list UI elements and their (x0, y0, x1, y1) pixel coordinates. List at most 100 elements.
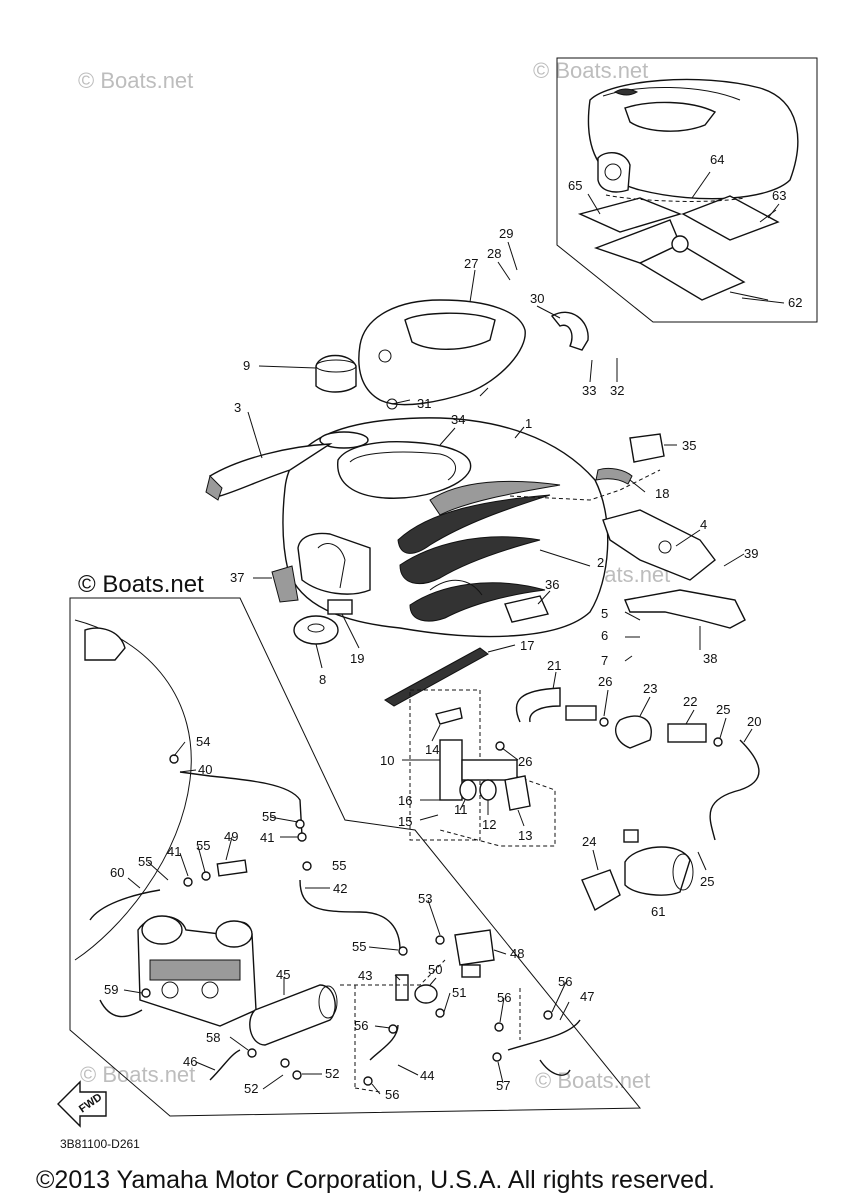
callout-label: 58 (206, 1030, 220, 1045)
callout-label: 37 (230, 570, 244, 585)
callout-label: 22 (683, 694, 697, 709)
part-23-filter (614, 715, 652, 749)
callout-label: 5 (601, 606, 608, 621)
fwd-arrow-icon: FWD (57, 1080, 107, 1128)
copyright-notice: ©2013 Yamaha Motor Corporation, U.S.A. A… (36, 1166, 715, 1194)
callout-label: 24 (582, 834, 596, 849)
callout-label: 16 (398, 793, 412, 808)
callout-label: 43 (358, 968, 372, 983)
callout-label: 44 (420, 1068, 434, 1083)
callout-label: 27 (464, 256, 478, 271)
callout-label: 40 (198, 762, 212, 777)
callout-label: 62 (788, 295, 802, 310)
callout-label: 6 (601, 628, 608, 643)
callout-label: 53 (418, 891, 432, 906)
hose-59 (89, 889, 161, 921)
callout-label: 56 (497, 990, 511, 1005)
callout-label: 55 (262, 809, 276, 824)
callout-label: 31 (417, 396, 431, 411)
part-49 (216, 859, 248, 877)
callout-label: 35 (682, 438, 696, 453)
part-13 (504, 775, 531, 811)
callout-label: 59 (104, 982, 118, 997)
callout-label: 7 (601, 653, 608, 668)
callout-label: 41 (260, 830, 274, 845)
callout-label: 55 (138, 854, 152, 869)
callout-label: 34 (451, 412, 465, 427)
part-9-cap (315, 354, 357, 393)
part-17-strip (384, 647, 489, 707)
watermark: © Boats.net (535, 1068, 650, 1093)
carburetors (137, 915, 257, 1027)
part-3-strip (209, 443, 333, 497)
fuel-tank (282, 417, 661, 638)
part-19-block (327, 599, 353, 615)
part-18 (595, 467, 633, 485)
callout-label: 15 (398, 814, 412, 829)
callout-label: 19 (350, 651, 364, 666)
callout-label: 14 (425, 742, 439, 757)
part-14-plate (435, 707, 463, 725)
callout-label: 29 (499, 226, 513, 241)
diagram-code: 3B81100-D261 (60, 1137, 140, 1151)
part-48-valve (454, 929, 495, 966)
part-24-bracket (581, 869, 621, 912)
callout-label: 2 (597, 555, 604, 570)
part-25-clamp (713, 737, 723, 747)
part-22-filter (667, 723, 707, 743)
part-35-pad (629, 433, 665, 463)
callout-label: 9 (243, 358, 250, 373)
watermark: © Boats.net (80, 1062, 195, 1087)
watermark: © Boats.net (533, 58, 648, 83)
callout-label: 12 (482, 817, 496, 832)
hose-42 (299, 879, 401, 951)
callout-label: 45 (276, 967, 290, 982)
callout-label: 20 (747, 714, 761, 729)
part-36-pad (504, 595, 549, 623)
callout-label: 51 (452, 985, 466, 1000)
part-50 (414, 984, 438, 1004)
callout-label: 32 (610, 383, 624, 398)
callout-label: 13 (518, 828, 532, 843)
callout-label: 1 (525, 416, 532, 431)
callout-label: 49 (224, 829, 238, 844)
part-21-pipe (565, 705, 597, 721)
callout-label: 57 (496, 1078, 510, 1093)
callout-label: 17 (520, 638, 534, 653)
callout-label: 4 (700, 517, 707, 532)
hose-20 (709, 739, 760, 841)
callout-label: 48 (510, 946, 524, 961)
callout-label: 26 (598, 674, 612, 689)
part-26-clamp (599, 717, 609, 727)
leader-lines (123, 203, 785, 1095)
part-38-bracket (624, 589, 746, 629)
callout-label: 61 (651, 904, 665, 919)
callout-label: 8 (319, 672, 326, 687)
part-10-group (409, 689, 481, 841)
callout-label: 26 (518, 754, 532, 769)
hose-21 (515, 687, 561, 723)
hose-46 (209, 1049, 241, 1081)
callout-label: 56 (385, 1087, 399, 1102)
hose-47 (507, 1019, 581, 1051)
callout-label: 55 (332, 858, 346, 873)
part-11 (459, 779, 477, 801)
callout-label: 33 (582, 383, 596, 398)
part-30-clamp (550, 311, 589, 351)
callout-label: 65 (568, 178, 582, 193)
callout-label: 11 (454, 802, 468, 817)
callout-label: 55 (352, 939, 366, 954)
part-37 (271, 565, 299, 603)
part-45-canister (249, 984, 336, 1046)
callout-label: 47 (580, 989, 594, 1004)
callout-label: 55 (196, 838, 210, 853)
callout-label: 64 (710, 152, 724, 167)
callout-label: 54 (196, 734, 210, 749)
callout-label: 56 (558, 974, 572, 989)
callout-label: 52 (244, 1081, 258, 1096)
callout-label: 36 (545, 577, 559, 592)
callouts: 1 2 3 4 5 6 7 8 9 10 11 12 13 14 15 16 1… (104, 152, 802, 1102)
callout-label: 52 (325, 1066, 339, 1081)
callout-label: 56 (354, 1018, 368, 1033)
